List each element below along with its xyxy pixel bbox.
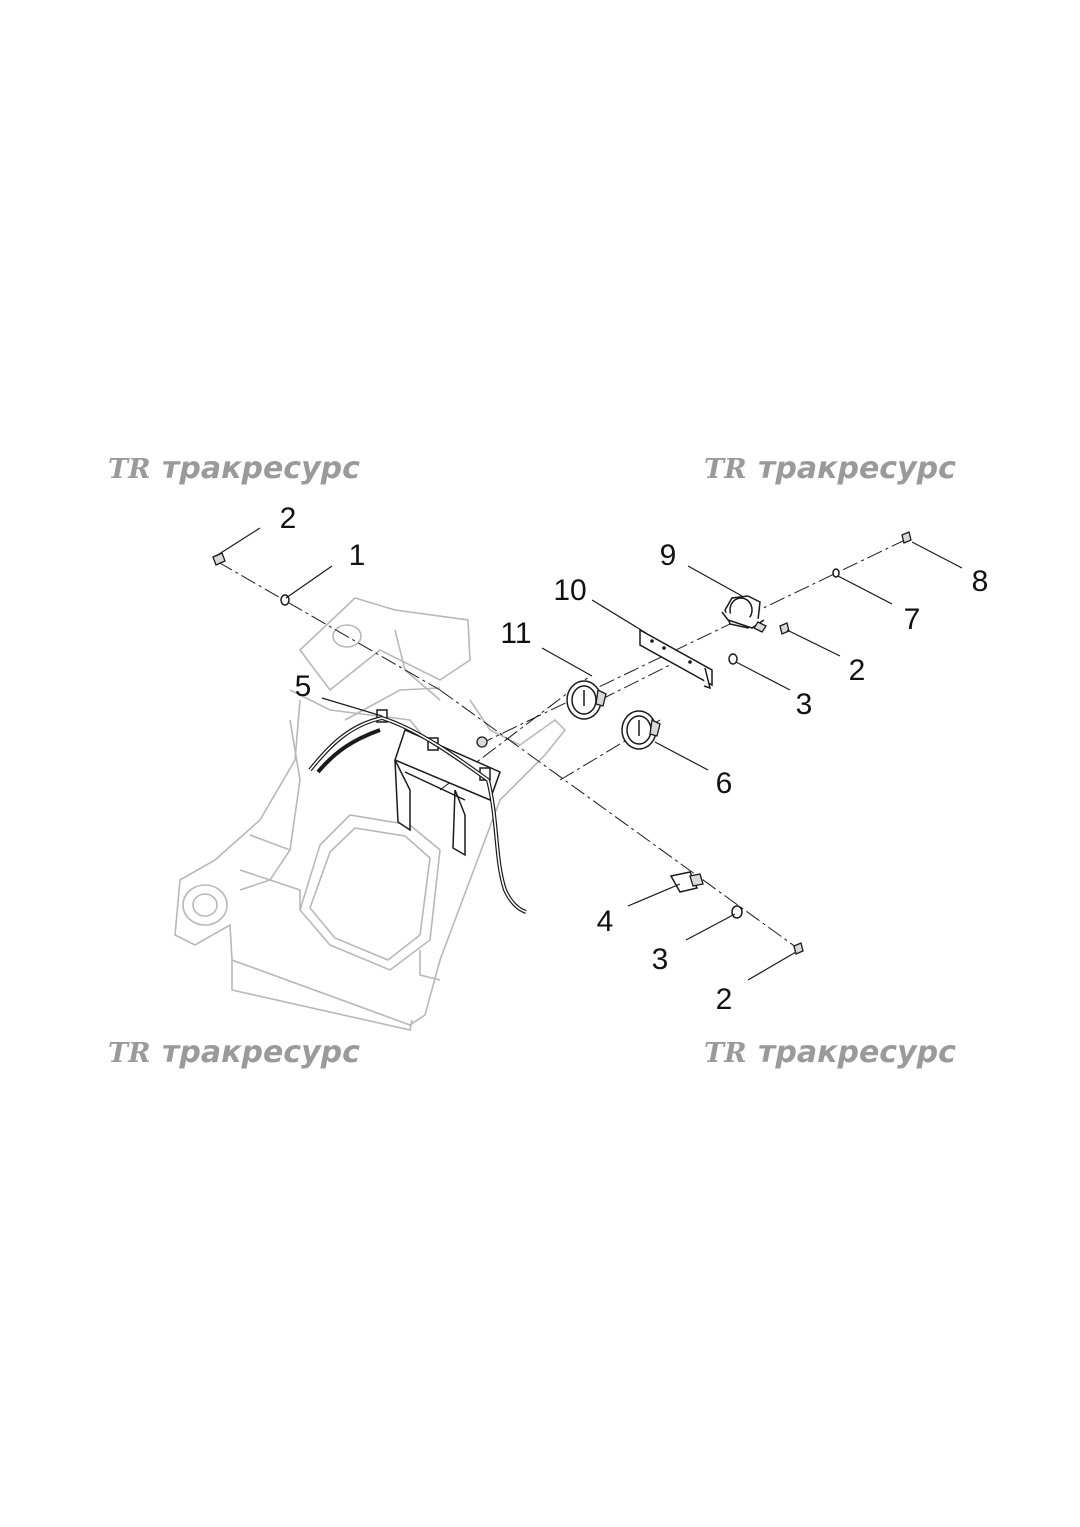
callout-1: 1 [349,539,366,572]
connector-4 [669,871,704,893]
callout-8: 8 [972,565,989,598]
callout-numbers: 2 1 5 11 10 9 8 7 2 3 6 4 3 2 [280,502,989,1016]
watermark-bottom-right: TR тракресурс [704,1035,956,1070]
callout-5: 5 [295,670,312,703]
callout-2-right: 2 [849,654,866,687]
watermark-logo: TR [108,1038,151,1069]
callout-11: 11 [500,617,531,650]
callout-3-bottom: 3 [652,943,669,976]
callout-7: 7 [904,603,921,636]
callout-4: 4 [597,905,614,938]
callout-9: 9 [660,539,677,572]
watermark-top-left: TR тракресурс [108,451,360,486]
leader-lines [215,527,963,981]
watermark-logo: TR [108,454,151,485]
mounting-plate-10 [639,628,713,690]
callout-6: 6 [716,767,733,800]
buzzer-9 [721,595,767,633]
horn-6 [621,710,661,750]
watermark-text: тракресурс [162,451,360,486]
wire-bracket-5 [376,709,501,857]
watermark-top-right: TR тракресурс [704,451,956,486]
watermark-text: тракресурс [758,1035,956,1070]
watermark-text: тракресурс [162,1035,360,1070]
callout-2-top-left: 2 [280,502,297,535]
watermark-logo: TR [704,1038,747,1069]
machine-frame [174,597,567,1031]
horn-11 [566,680,607,720]
watermark-text: тракресурс [758,451,956,486]
callout-10: 10 [553,574,586,607]
callout-2-bottom: 2 [716,983,733,1016]
callout-3-right: 3 [796,688,813,721]
wire-harness [308,715,527,914]
watermark-logo: TR [704,454,747,485]
watermark-bottom-left: TR тракресурс [108,1035,360,1070]
